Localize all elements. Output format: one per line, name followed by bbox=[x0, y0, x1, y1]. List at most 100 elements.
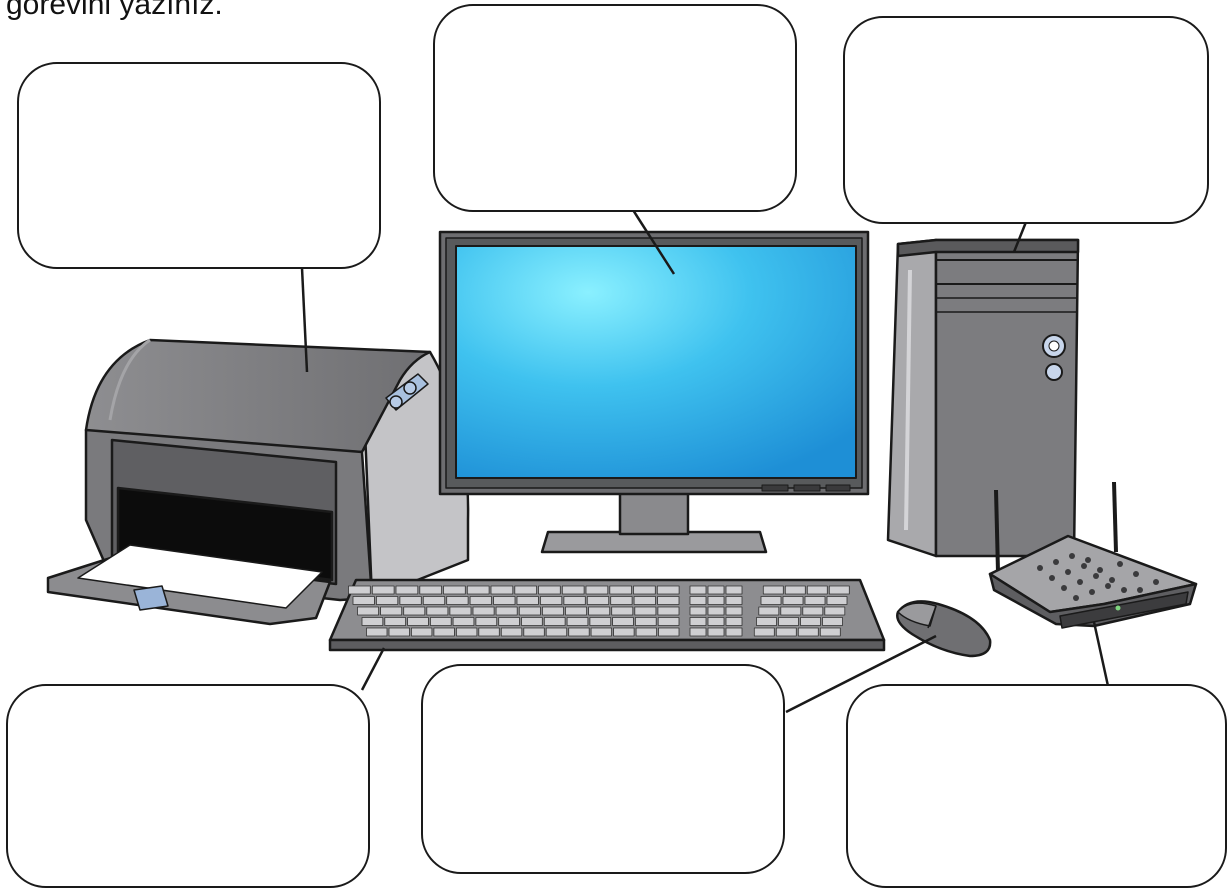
key bbox=[658, 607, 679, 615]
key bbox=[763, 586, 783, 594]
key bbox=[522, 618, 543, 626]
key bbox=[757, 618, 777, 626]
key bbox=[726, 628, 742, 636]
answer-box-monitor[interactable] bbox=[433, 4, 797, 212]
key bbox=[385, 618, 406, 626]
key bbox=[362, 618, 383, 626]
key bbox=[825, 607, 845, 615]
computer-case bbox=[888, 240, 1078, 556]
key bbox=[467, 586, 489, 594]
keyboard bbox=[330, 580, 884, 650]
key bbox=[470, 597, 491, 605]
key bbox=[708, 586, 724, 594]
answer-box-keyboard[interactable] bbox=[6, 684, 370, 888]
key bbox=[358, 607, 379, 615]
key bbox=[515, 586, 537, 594]
key bbox=[726, 607, 742, 615]
key bbox=[658, 618, 679, 626]
key bbox=[761, 597, 781, 605]
key bbox=[396, 586, 418, 594]
key bbox=[591, 628, 612, 636]
key bbox=[456, 628, 477, 636]
key bbox=[708, 618, 724, 626]
key bbox=[708, 607, 724, 615]
key bbox=[427, 607, 448, 615]
key bbox=[823, 618, 843, 626]
key bbox=[726, 618, 742, 626]
key bbox=[501, 628, 522, 636]
key bbox=[586, 586, 608, 594]
key bbox=[612, 607, 633, 615]
key bbox=[754, 628, 774, 636]
key bbox=[708, 628, 724, 636]
key bbox=[567, 618, 588, 626]
key bbox=[614, 628, 635, 636]
key bbox=[659, 628, 680, 636]
key bbox=[690, 597, 706, 605]
key bbox=[798, 628, 818, 636]
key bbox=[566, 607, 587, 615]
key bbox=[708, 597, 724, 605]
key bbox=[444, 586, 466, 594]
answer-box-mouse[interactable] bbox=[421, 664, 785, 874]
key bbox=[473, 607, 494, 615]
key bbox=[658, 597, 679, 605]
key bbox=[372, 586, 394, 594]
key bbox=[349, 586, 371, 594]
key bbox=[517, 597, 538, 605]
key bbox=[613, 618, 634, 626]
key bbox=[400, 597, 421, 605]
key bbox=[807, 586, 827, 594]
key bbox=[447, 597, 468, 605]
key bbox=[479, 628, 500, 636]
key bbox=[539, 586, 561, 594]
key bbox=[636, 628, 657, 636]
key bbox=[367, 628, 388, 636]
connector-keyboard bbox=[362, 648, 384, 690]
monitor bbox=[440, 232, 868, 552]
key bbox=[759, 607, 779, 615]
key bbox=[587, 597, 608, 605]
key bbox=[491, 586, 513, 594]
key bbox=[690, 618, 706, 626]
key bbox=[562, 586, 584, 594]
key bbox=[635, 607, 656, 615]
key bbox=[381, 607, 402, 615]
key bbox=[434, 628, 455, 636]
key bbox=[726, 597, 742, 605]
key bbox=[589, 607, 610, 615]
key bbox=[524, 628, 545, 636]
key bbox=[634, 597, 655, 605]
answer-box-printer[interactable] bbox=[17, 62, 381, 269]
key bbox=[610, 586, 632, 594]
key bbox=[690, 628, 706, 636]
key bbox=[453, 618, 474, 626]
key bbox=[803, 607, 823, 615]
key bbox=[611, 597, 632, 605]
key bbox=[827, 597, 847, 605]
key bbox=[805, 597, 825, 605]
key bbox=[820, 628, 840, 636]
key bbox=[726, 586, 742, 594]
answer-box-case[interactable] bbox=[843, 16, 1209, 224]
key bbox=[389, 628, 410, 636]
key bbox=[423, 597, 444, 605]
key bbox=[542, 607, 563, 615]
key bbox=[546, 628, 567, 636]
key bbox=[635, 618, 656, 626]
key bbox=[376, 597, 397, 605]
key bbox=[411, 628, 432, 636]
key bbox=[801, 618, 821, 626]
key bbox=[494, 597, 515, 605]
key bbox=[450, 607, 471, 615]
answer-box-modem[interactable] bbox=[846, 684, 1227, 888]
key bbox=[781, 607, 801, 615]
key bbox=[499, 618, 520, 626]
key bbox=[690, 586, 706, 594]
key bbox=[634, 586, 656, 594]
key bbox=[496, 607, 517, 615]
key bbox=[783, 597, 803, 605]
connector-modem bbox=[1094, 622, 1108, 686]
key bbox=[420, 586, 442, 594]
